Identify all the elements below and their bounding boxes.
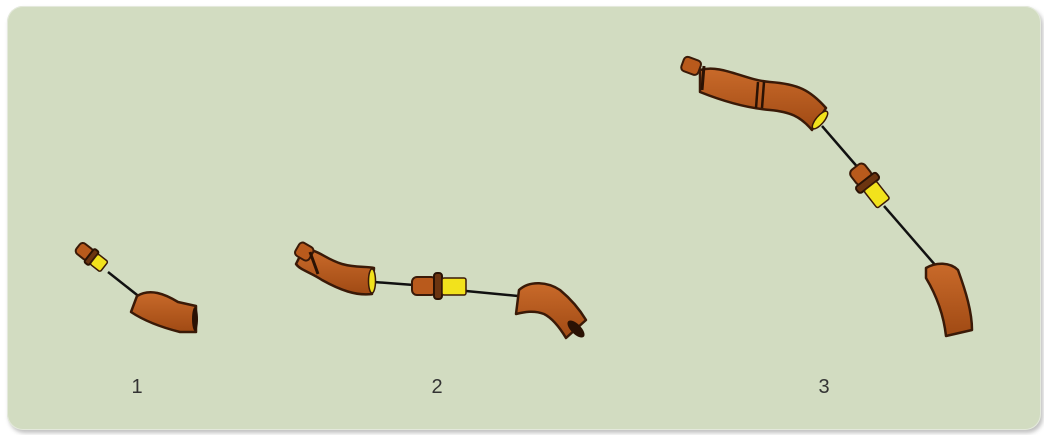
step-1-assembly [74,242,198,334]
ferrule-end [367,268,377,294]
step-2-assembly [294,241,588,340]
curved-pipe [294,249,376,296]
diagram-panel [7,6,1041,430]
step-3-label: 3 [818,376,829,398]
step-2-label: 2 [431,376,442,398]
bent-pipe [129,291,198,334]
step-3-assembly [680,55,974,338]
wire [821,125,861,171]
pipe-band [754,81,760,109]
pipe-opening [567,320,585,338]
wire [465,289,519,298]
pipe-band [308,251,320,275]
pipe-tip [680,55,703,76]
pipe-opening [192,307,198,331]
pipe-band [760,81,766,109]
wire [373,280,415,287]
straight-pipe [924,262,974,338]
pipe-band [700,65,706,91]
connector-small [74,242,109,272]
ferrule-end [811,110,829,130]
connector-middle [849,162,890,209]
wire [883,205,937,267]
connector-middle [411,272,467,300]
step-1-label: 1 [131,376,142,398]
